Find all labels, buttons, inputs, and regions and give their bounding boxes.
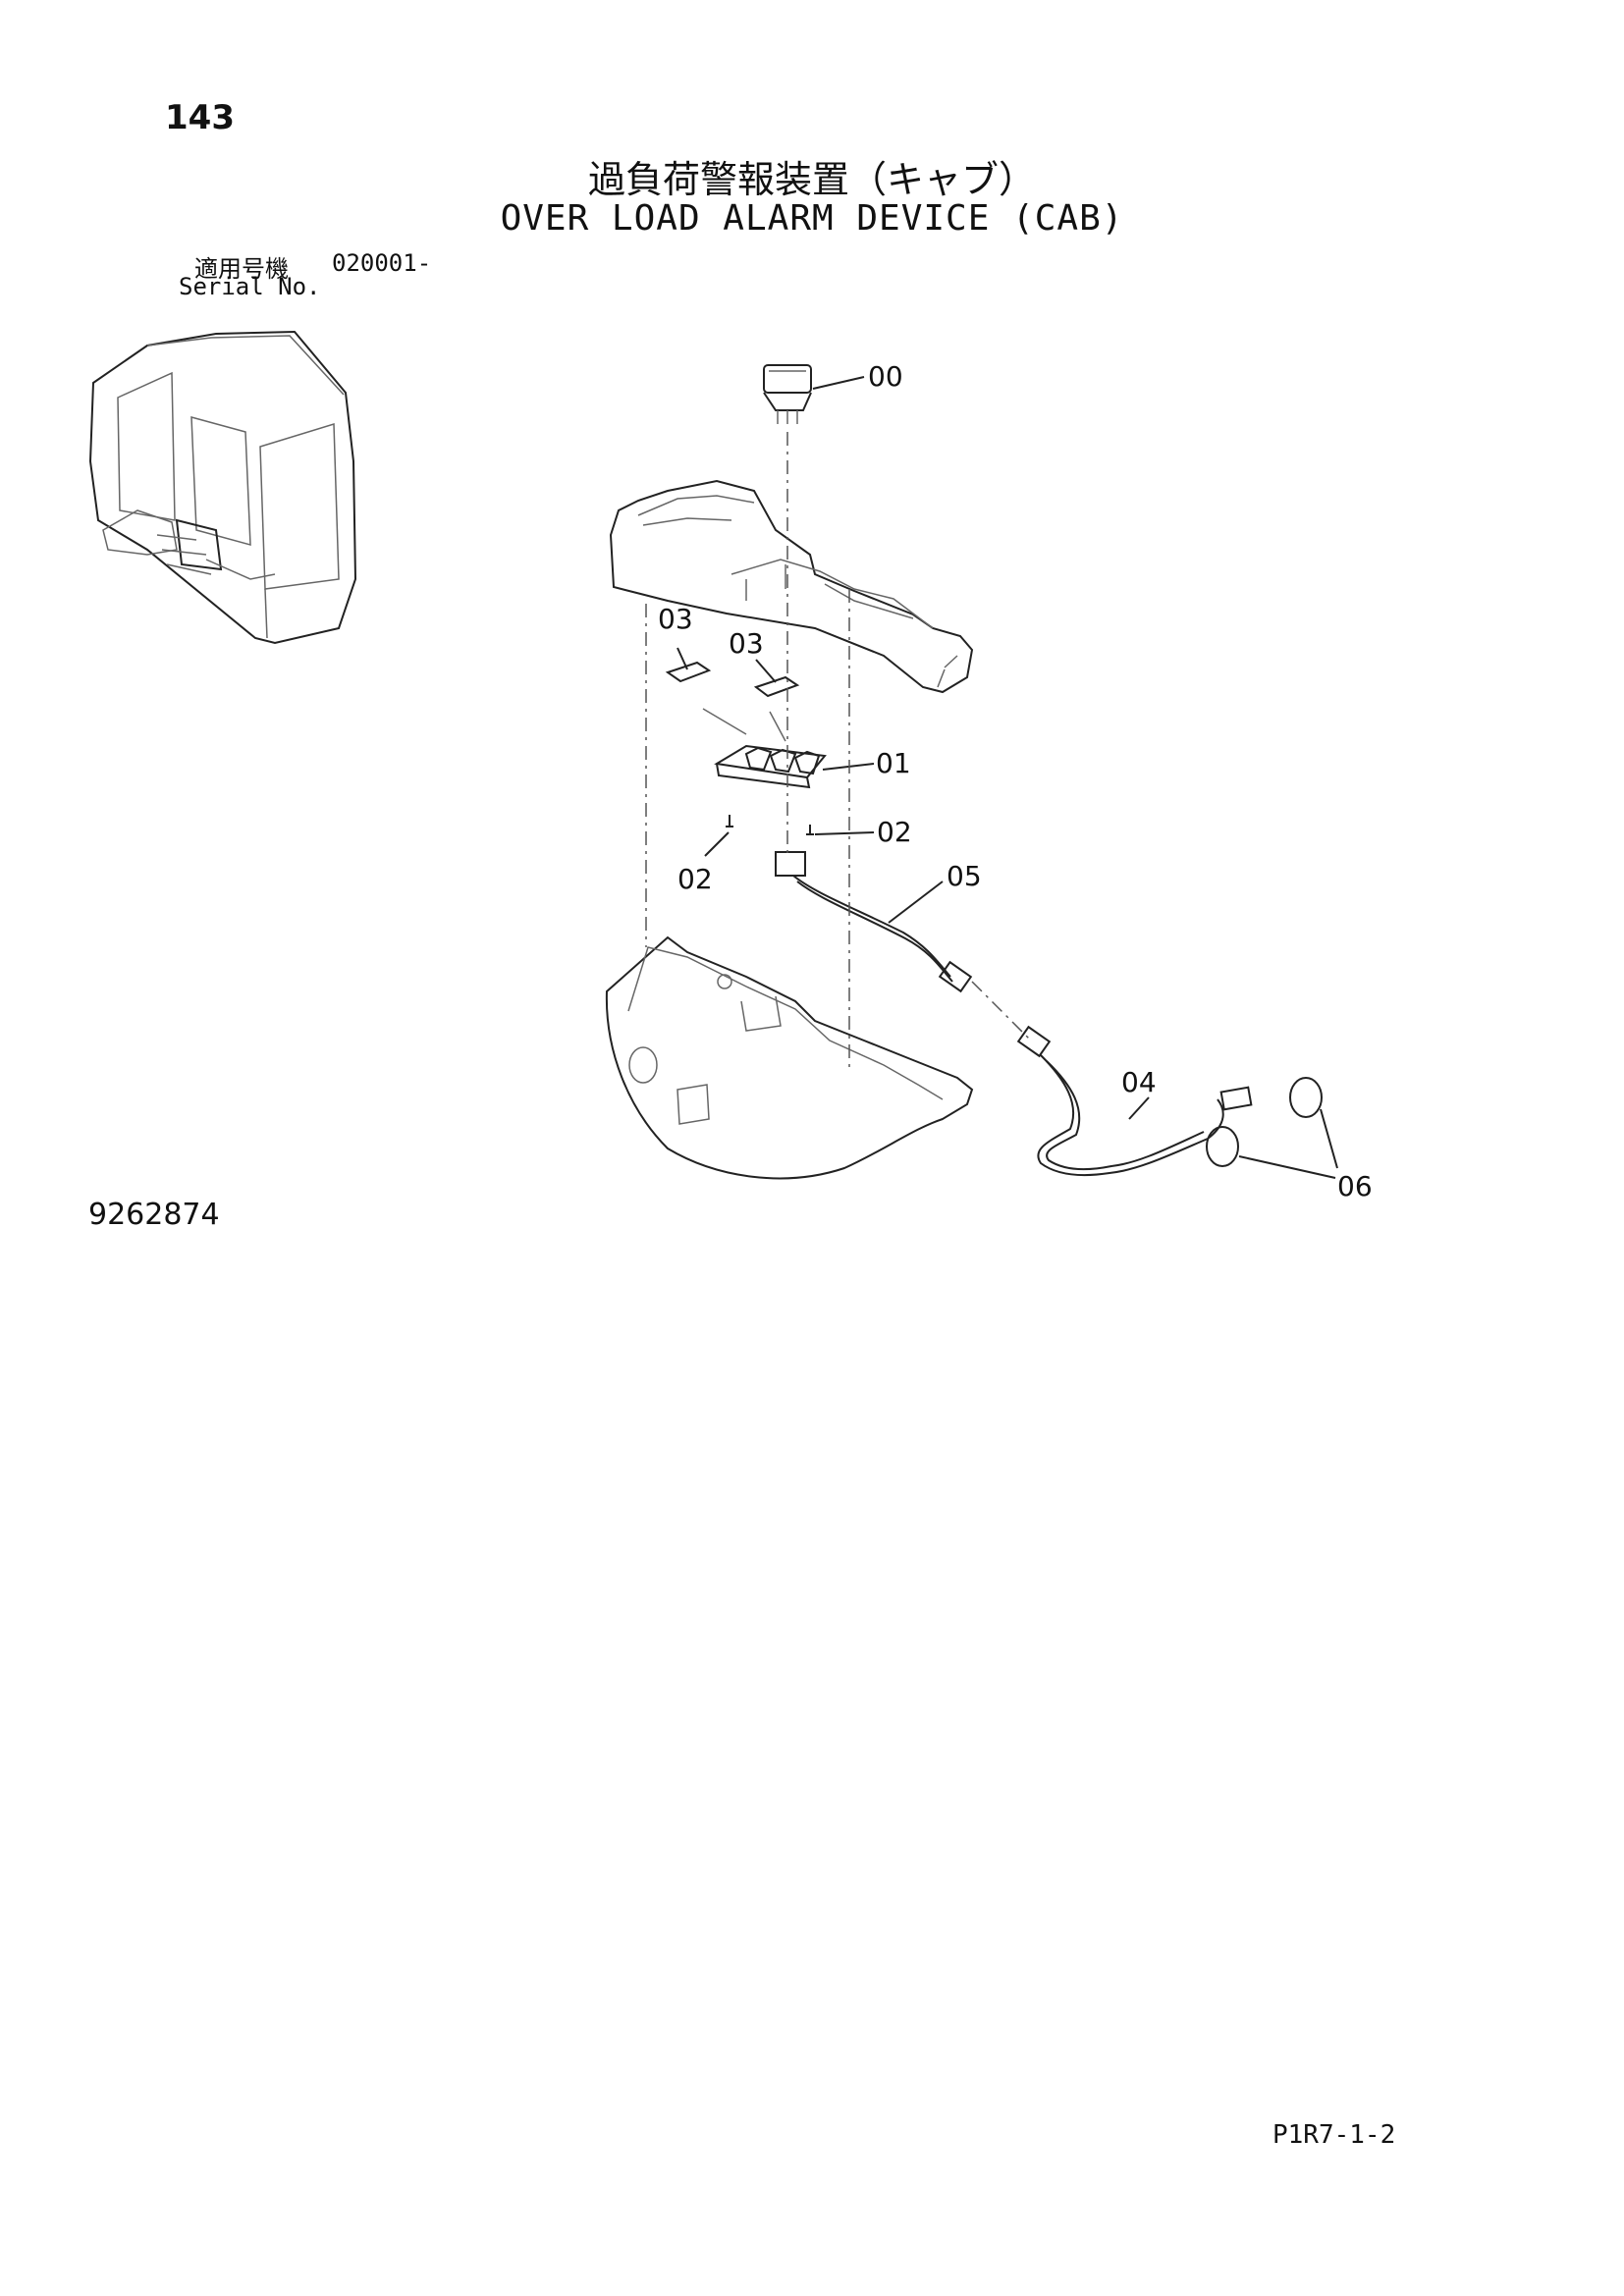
callout-leader-05 bbox=[888, 881, 944, 924]
serial-number-value: 020001- bbox=[332, 249, 432, 277]
part-03-pads bbox=[665, 661, 800, 698]
callout-leader-00 bbox=[812, 376, 865, 390]
page-code: P1R7-1-2 bbox=[1272, 2120, 1396, 2150]
callout-label-03b: 03 bbox=[729, 627, 764, 660]
callout-leader-04 bbox=[1128, 1096, 1150, 1120]
part-04-harness bbox=[1016, 1025, 1253, 1177]
drawing-number: 9262874 bbox=[88, 1198, 220, 1232]
callout-leader-06 bbox=[1238, 1108, 1338, 1179]
part-00-switch bbox=[763, 364, 812, 424]
part-01-switch-panel bbox=[702, 708, 827, 789]
console-upper-drawing bbox=[609, 479, 974, 694]
page-title-english: OVER LOAD ALARM DEVICE (CAB) bbox=[500, 198, 1124, 239]
callout-leader-03b bbox=[755, 659, 777, 683]
part-05-harness bbox=[775, 851, 973, 993]
callout-leader-02a bbox=[704, 831, 730, 857]
alignment-lines bbox=[645, 432, 1032, 1070]
callout-label-03a: 03 bbox=[658, 603, 693, 635]
serial-label-english: Serial No. bbox=[179, 273, 321, 300]
page-title-japanese: 過負荷警報装置（キャブ） bbox=[587, 158, 1036, 201]
console-lower-cover-drawing bbox=[605, 935, 974, 1180]
callout-label-01: 01 bbox=[876, 747, 911, 779]
callout-leader-01 bbox=[822, 763, 875, 771]
callout-label-02a: 02 bbox=[677, 863, 713, 895]
callout-leader-03a bbox=[677, 647, 688, 670]
part-06-grommets bbox=[1206, 1077, 1323, 1167]
callout-leader-02b bbox=[814, 831, 875, 835]
callout-label-04: 04 bbox=[1121, 1066, 1157, 1098]
page-number: 143 bbox=[165, 98, 235, 137]
callout-label-02b: 02 bbox=[877, 816, 912, 848]
part-02-screws bbox=[726, 815, 814, 835]
serial-label-japanese: 適用号機 bbox=[194, 255, 289, 283]
cab-overview-drawing bbox=[88, 330, 357, 645]
callout-label-00: 00 bbox=[868, 360, 903, 393]
callout-label-05: 05 bbox=[947, 860, 982, 892]
callout-label-06: 06 bbox=[1337, 1170, 1373, 1202]
